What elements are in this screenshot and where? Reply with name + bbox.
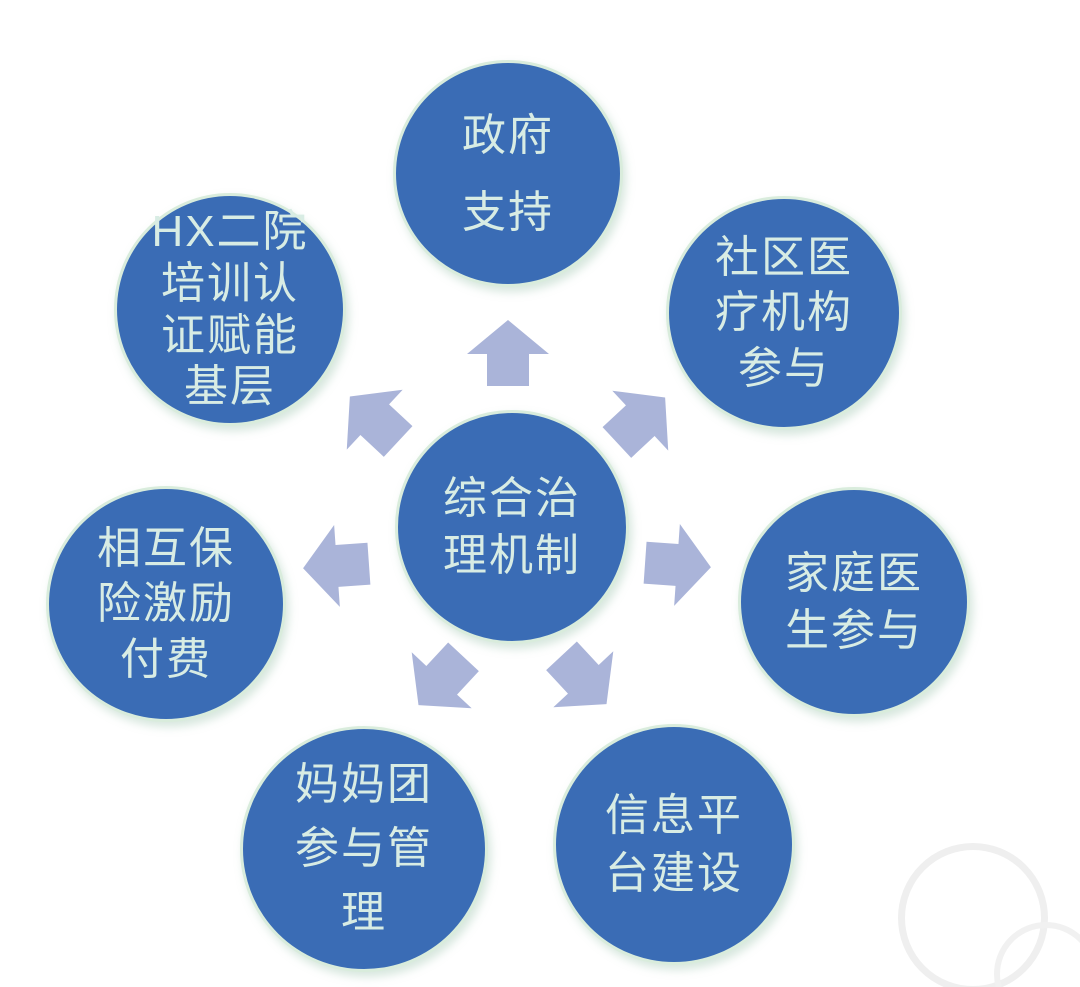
node-label: 家庭医 生参与 — [785, 548, 923, 655]
node-government-support: 政府 支持 — [393, 60, 623, 287]
arrow-shape — [546, 641, 614, 708]
arrow-up-right-icon — [602, 390, 669, 458]
node-label: HX二院 培训认 证赋能 基层 — [151, 206, 309, 412]
arrow-shape — [602, 390, 669, 458]
arrow-left-icon — [303, 525, 371, 607]
arrow-shape — [411, 642, 479, 709]
node-label: 信息平 台建设 — [605, 791, 743, 898]
arrow-up-left-icon — [346, 389, 413, 457]
arrow-down-right-icon — [546, 641, 614, 708]
node-label: 相互保 险激励 付费 — [97, 523, 235, 684]
node-mothers-group-management: 妈妈团 参与管 理 — [240, 726, 488, 972]
node-hx-hospital-training: HX二院 培训认 证赋能 基层 — [114, 193, 346, 426]
node-label: 妈妈团 参与管 理 — [295, 759, 433, 938]
node-label: 社区医 疗机构 参与 — [715, 232, 853, 393]
node-family-doctor-participation: 家庭医 生参与 — [738, 487, 970, 717]
arrow-right-icon — [643, 524, 711, 606]
arrow-down-left-icon — [411, 642, 479, 709]
node-information-platform: 信息平 台建设 — [553, 724, 795, 965]
arrow-shape — [303, 525, 371, 607]
arrow-shape — [643, 524, 711, 606]
arrow-shape — [346, 389, 413, 457]
node-label: 综合治 理机制 — [443, 473, 581, 580]
watermark-ring-icon — [994, 922, 1080, 987]
node-mutual-insurance-incentive: 相互保 险激励 付费 — [46, 486, 286, 722]
arrow-shape — [467, 320, 549, 386]
arrow-up-icon — [467, 320, 549, 386]
node-label: 政府 支持 — [462, 110, 554, 237]
node-center-governance-mechanism: 综合治 理机制 — [395, 410, 629, 644]
node-community-medical-participation: 社区医 疗机构 参与 — [666, 196, 902, 430]
